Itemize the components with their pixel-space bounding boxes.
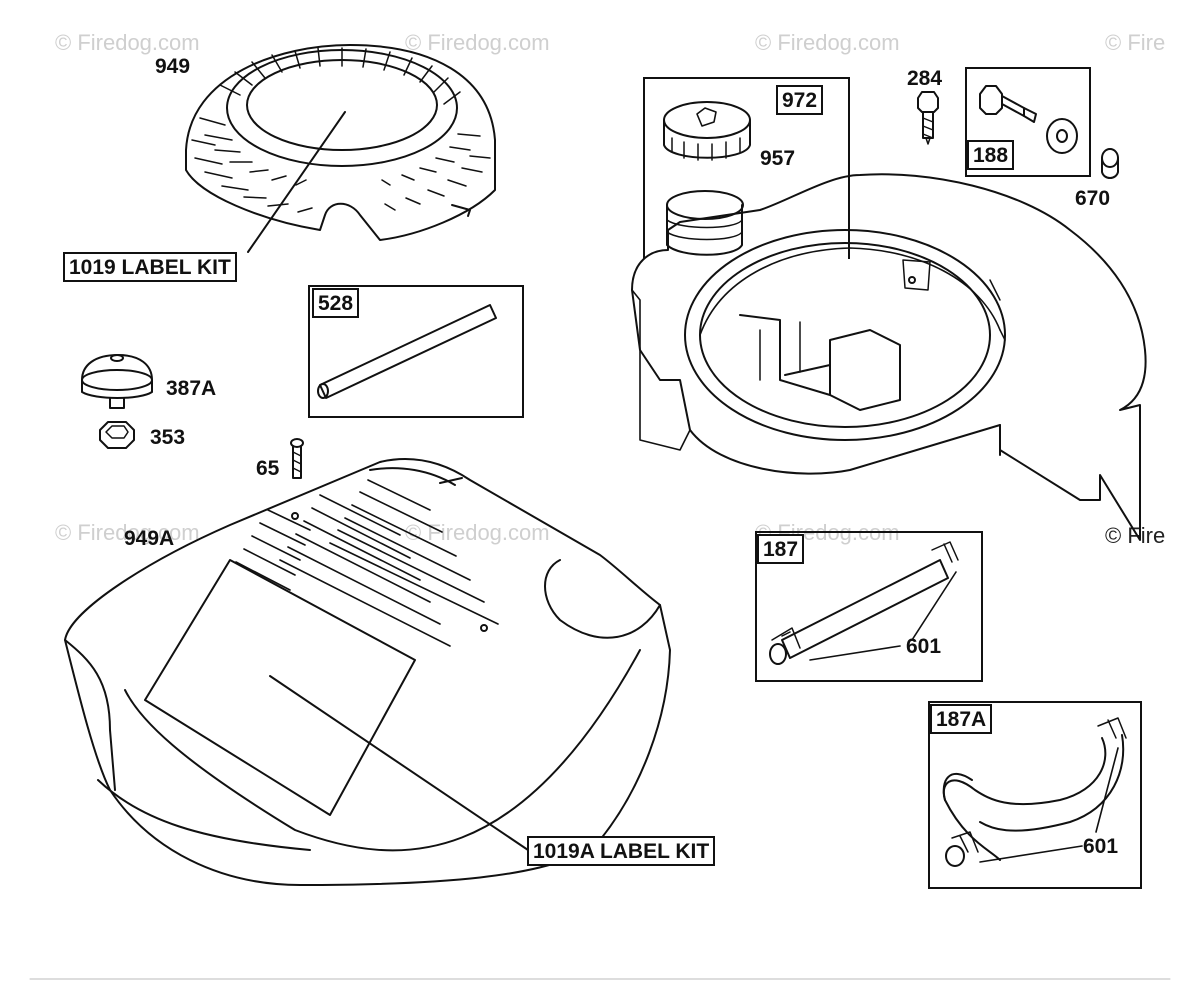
fuel-line-187a-drawing xyxy=(942,717,1127,867)
leader-1019 xyxy=(247,111,346,253)
bolt-284-drawing xyxy=(917,91,939,145)
label-65: 65 xyxy=(256,457,280,480)
label-387a: 387A xyxy=(166,377,217,400)
label-1019-label-kit: 1019 LABEL KIT xyxy=(63,252,237,282)
label-601-lower: 601 xyxy=(1083,835,1119,858)
blower-housing-drawing xyxy=(64,458,671,886)
watermark-3: © Firedog.com xyxy=(755,30,900,55)
watermark-1: © Firedog.com xyxy=(55,30,200,55)
fuel-line-187-drawing xyxy=(769,541,959,665)
label-187a: 187A xyxy=(930,704,993,734)
leader-601a-1 xyxy=(911,571,957,641)
label-957: 957 xyxy=(760,147,796,170)
frame-528 xyxy=(308,285,524,418)
label-949: 949 xyxy=(155,55,191,78)
spacer-670-drawing xyxy=(1101,148,1119,179)
watermark-8: © Fire xyxy=(1105,523,1166,548)
shoulder-bolt-188-drawing xyxy=(979,85,1078,154)
label-1019a-label-kit: 1019A LABEL KIT xyxy=(527,836,716,866)
leader-1019a xyxy=(269,675,529,851)
label-601-upper: 601 xyxy=(906,635,942,658)
label-187: 187 xyxy=(757,534,805,564)
cap-387a-drawing xyxy=(81,354,153,409)
nut-353-drawing xyxy=(99,421,135,449)
label-353: 353 xyxy=(150,426,186,449)
frame-972 xyxy=(643,77,850,259)
leader-601b-1 xyxy=(1095,747,1119,833)
watermark-6: © Firedog.com xyxy=(405,520,550,545)
frame-188 xyxy=(965,67,1091,177)
leader-601a-2 xyxy=(809,645,901,661)
starter-housing-drawing xyxy=(185,44,496,241)
frame-187a xyxy=(928,701,1142,889)
label-670: 670 xyxy=(1075,187,1111,210)
fuel-cap-957-drawing xyxy=(663,101,751,161)
leader-601b-2 xyxy=(979,845,1083,863)
label-528: 528 xyxy=(312,288,360,318)
label-949a: 949A xyxy=(124,527,175,550)
watermark-5: © Firedog.com xyxy=(55,520,200,545)
watermark-2: © Firedog.com xyxy=(405,30,550,55)
screw-65-drawing xyxy=(290,438,304,479)
fuel-tank-drawing xyxy=(631,173,1147,541)
label-972: 972 xyxy=(776,85,824,115)
label-188: 188 xyxy=(967,140,1015,170)
watermark-4: © Fire xyxy=(1105,30,1166,55)
tube-528-drawing xyxy=(317,304,497,399)
frame-187 xyxy=(755,531,983,682)
label-284: 284 xyxy=(907,67,943,90)
